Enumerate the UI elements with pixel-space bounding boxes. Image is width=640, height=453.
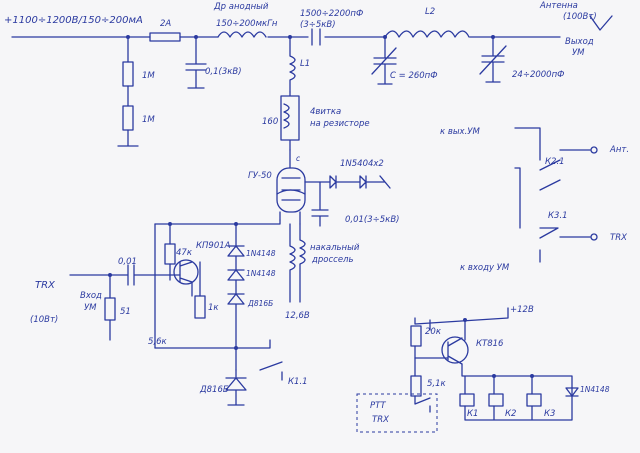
d-relay-label: 1N4148 [580, 385, 610, 394]
d4148-a-label: 1N4148 [246, 249, 276, 258]
junction-dots [108, 35, 534, 378]
r20k-label: 20к [425, 327, 442, 337]
anode-choke-range: 150÷200мкГн [216, 19, 278, 29]
transistor-label: КТ816 [476, 339, 504, 349]
antenna-power: (100Вт) [563, 12, 597, 22]
in-um-label-1: Вход [80, 291, 102, 301]
bleeder-resistors: 1М 1М [117, 36, 155, 147]
k1-label: К1 [467, 409, 478, 419]
loading-capacitor: 24÷2000пФ [479, 36, 564, 83]
suppressor-note-1: 4витка [310, 107, 341, 117]
r47k-label: 47к [176, 248, 193, 258]
suppressor-note-2: на резисторе [310, 119, 370, 129]
r56k-label: 5,6к [148, 337, 168, 347]
r1k-label: 1к [208, 303, 219, 313]
fuse: 2А [149, 19, 181, 42]
hv-cap-label: 0,1(3кВ) [205, 67, 242, 77]
bleeder-1m-a: 1М [142, 71, 155, 81]
filament-label-2: дроссель [311, 255, 354, 265]
z-bottom-label: Д816Б [199, 385, 229, 395]
suppressor-r: 160 [262, 117, 278, 127]
relay-contacts: к вых.УМ Ант. К2.1 К3.1 TRX к входу УМ [440, 127, 629, 273]
screen-zeners: 1N5404x2 0,01(3÷5кВ) [304, 159, 399, 227]
coupling-cap-voltage: (3÷5кВ) [300, 20, 336, 30]
ptt-driver: 20к 5,1к КТ816 +12В К1 К2 К3 1N4148 PTT … [356, 305, 610, 433]
trx-right-label: TRX [610, 233, 627, 243]
coupling-cap-label: 1500÷2200пФ [300, 9, 363, 19]
l1-and-suppressor: L1 160 4витка на резисторе [262, 36, 370, 151]
ant-label: Ант. [609, 145, 629, 155]
anode-choke: Др анодный 150÷200мкГн [213, 2, 278, 38]
k31-label: К3.1 [548, 211, 568, 221]
supply-label: +1100÷1200В/150÷200мА [4, 15, 143, 26]
bleeder-1m-b: 1М [142, 115, 155, 125]
ptt-label-1: PTT [370, 401, 386, 411]
to-out-um-label: к вых.УМ [440, 127, 480, 137]
out-um-label-2: УМ [572, 48, 585, 58]
plus12-label: +12В [510, 305, 534, 315]
k21-label: К2.1 [545, 157, 565, 167]
l2-coil: L2 [384, 7, 470, 38]
filament-label-1: накальный [310, 243, 360, 253]
anode-choke-label: Др анодный [213, 2, 269, 12]
bias-network: 47к КП901А 1к 1N4148 1N4148 Д816Б накаль… [69, 219, 360, 406]
tube-pin-label: с [296, 154, 301, 163]
r51-label: 51 [120, 307, 131, 317]
out-um-label-1: Выход [565, 37, 594, 47]
loading-cap-label: 24÷2000пФ [512, 70, 564, 80]
tube-label: ГУ-50 [248, 171, 272, 181]
zeners-label: 1N5404x2 [340, 159, 384, 169]
filament-voltage: 12,6В [285, 311, 310, 321]
ptt-label-2: TRX [372, 415, 389, 425]
antenna-label: Антенна [539, 1, 578, 11]
z5v6-label: Д816Б [247, 299, 273, 308]
fuse-label: 2А [160, 19, 171, 29]
k11-label: К1.1 [288, 377, 308, 387]
l1-label: L1 [300, 59, 310, 69]
tuning-cap-label: С = 260пФ [390, 71, 438, 81]
k3-label: К3 [544, 409, 555, 419]
l2-label: L2 [425, 7, 435, 17]
tuning-capacitor: С = 260пФ [371, 36, 438, 85]
r51k-label: 5,1к [427, 379, 447, 389]
to-in-um-label: к входу УМ [460, 263, 510, 273]
coupling-capacitor: 1500÷2200пФ (3÷5кВ) [300, 9, 363, 46]
d4148-b-label: 1N4148 [246, 269, 276, 278]
hv-bypass-capacitor: 0,1(3кВ) [185, 36, 242, 89]
trx-left-sub: (10Вт) [30, 315, 58, 325]
input-cap-label: 0,01 [118, 257, 137, 267]
tube-gu50: ГУ-50 с [248, 149, 306, 225]
k2-label: К2 [505, 409, 516, 419]
fet-label: КП901А [196, 241, 231, 251]
screen-cap-label: 0,01(3÷5кВ) [345, 215, 399, 225]
in-um-label-2: УМ [84, 303, 97, 313]
trx-left-label: TRX [35, 280, 56, 291]
